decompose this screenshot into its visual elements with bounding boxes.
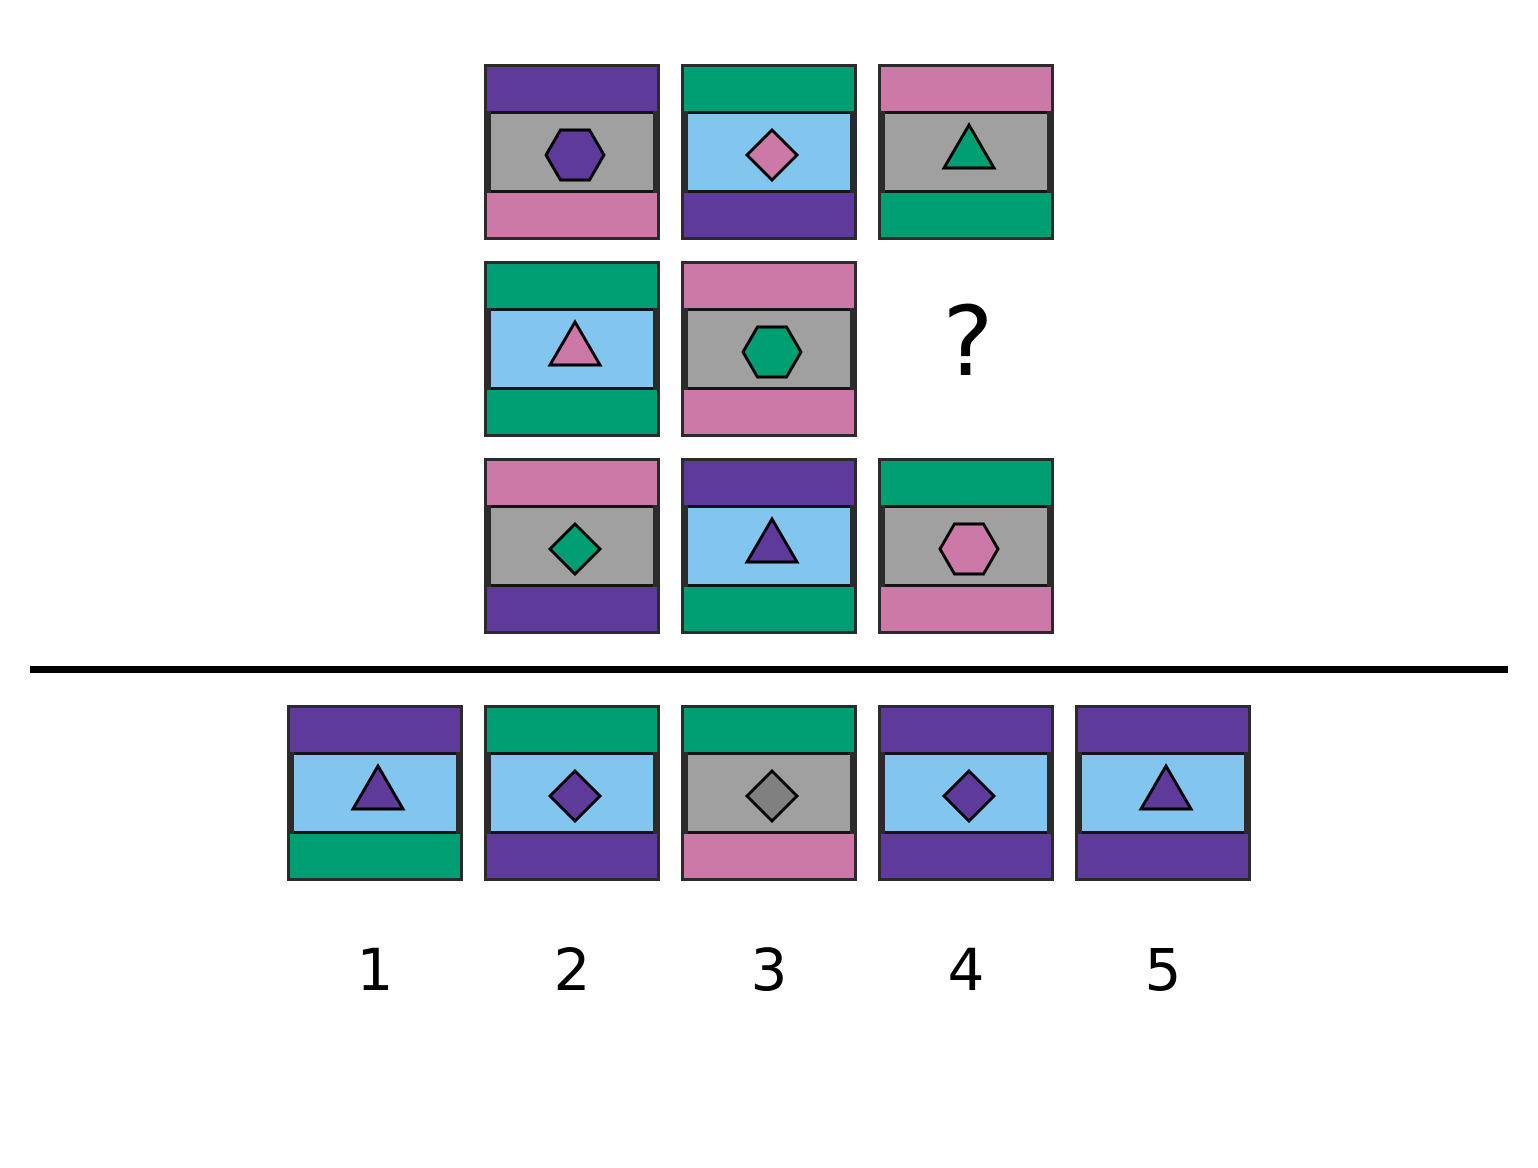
triangle-icon <box>744 516 800 564</box>
grid-cell-r2c2 <box>681 261 857 437</box>
side-edge <box>684 505 688 587</box>
side-edge <box>881 505 885 587</box>
center-shape <box>741 325 803 379</box>
bottom-band <box>881 190 1051 237</box>
top-band <box>487 461 657 508</box>
triangle-icon <box>350 763 406 811</box>
bottom-band <box>487 387 657 434</box>
side-edge <box>684 752 688 834</box>
side-edge <box>1047 505 1051 587</box>
diamond-icon <box>744 768 800 824</box>
side-edge <box>1078 752 1082 834</box>
hexagon-icon <box>544 128 606 182</box>
side-edge <box>653 111 657 193</box>
diamond-icon <box>547 768 603 824</box>
diamond-icon <box>744 127 800 183</box>
option-2-tile[interactable] <box>484 705 660 881</box>
option-4-tile[interactable] <box>878 705 1054 881</box>
bottom-band <box>487 584 657 631</box>
option-2-label: 2 <box>553 936 591 1004</box>
center-shape <box>938 522 1000 576</box>
grid-cell-r1c3 <box>878 64 1054 240</box>
side-edge <box>850 505 854 587</box>
triangle-icon <box>547 319 603 367</box>
option-5-tile[interactable] <box>1075 705 1251 881</box>
grid-cell-r3c3 <box>878 458 1054 634</box>
bottom-band <box>1078 831 1248 878</box>
top-band <box>684 264 854 311</box>
side-edge <box>850 308 854 390</box>
side-edge <box>684 111 688 193</box>
option-1-tile[interactable] <box>287 705 463 881</box>
top-band <box>881 461 1051 508</box>
bottom-band <box>881 584 1051 631</box>
top-band <box>684 461 854 508</box>
hexagon-icon <box>741 325 803 379</box>
side-edge <box>1047 752 1051 834</box>
side-edge <box>653 752 657 834</box>
bottom-band <box>290 831 460 878</box>
grid-cell-r2c1 <box>484 261 660 437</box>
top-band <box>1078 708 1248 755</box>
bottom-band <box>487 190 657 237</box>
side-edge <box>487 505 491 587</box>
center-shape <box>544 128 606 182</box>
top-band <box>684 67 854 114</box>
center-shape <box>744 516 800 564</box>
bottom-band <box>684 584 854 631</box>
top-band <box>487 708 657 755</box>
diamond-icon <box>941 768 997 824</box>
option-4-label: 4 <box>947 936 985 1004</box>
center-shape <box>744 127 800 183</box>
center-shape <box>547 521 603 577</box>
bottom-band <box>684 831 854 878</box>
top-band <box>684 708 854 755</box>
side-edge <box>850 111 854 193</box>
side-edge <box>850 752 854 834</box>
top-band <box>881 67 1051 114</box>
top-band <box>290 708 460 755</box>
side-edge <box>1244 752 1248 834</box>
hexagon-icon <box>938 522 1000 576</box>
top-band <box>487 67 657 114</box>
side-edge <box>456 752 460 834</box>
center-shape <box>547 319 603 367</box>
side-edge <box>881 111 885 193</box>
side-edge <box>881 752 885 834</box>
grid-cell-r1c2 <box>681 64 857 240</box>
option-3-label: 3 <box>750 936 788 1004</box>
side-edge <box>487 752 491 834</box>
grid-cell-r1c1 <box>484 64 660 240</box>
missing-cell-question-mark: ? <box>942 286 994 398</box>
center-shape <box>1138 763 1194 811</box>
side-edge <box>1047 111 1051 193</box>
option-5-label: 5 <box>1144 936 1182 1004</box>
bottom-band <box>684 190 854 237</box>
grid-cell-r3c2 <box>681 458 857 634</box>
diamond-icon <box>547 521 603 577</box>
top-band <box>881 708 1051 755</box>
bottom-band <box>487 831 657 878</box>
center-shape <box>941 768 997 824</box>
center-shape <box>941 122 997 170</box>
top-band <box>487 264 657 311</box>
triangle-icon <box>941 122 997 170</box>
bottom-band <box>881 831 1051 878</box>
option-1-label: 1 <box>356 936 394 1004</box>
option-3-tile[interactable] <box>681 705 857 881</box>
side-edge <box>487 308 491 390</box>
bottom-band <box>684 387 854 434</box>
triangle-icon <box>1138 763 1194 811</box>
divider-line <box>30 666 1508 673</box>
center-shape <box>547 768 603 824</box>
side-edge <box>290 752 294 834</box>
center-shape <box>350 763 406 811</box>
side-edge <box>684 308 688 390</box>
side-edge <box>653 308 657 390</box>
side-edge <box>487 111 491 193</box>
center-shape <box>744 768 800 824</box>
grid-cell-r3c1 <box>484 458 660 634</box>
side-edge <box>653 505 657 587</box>
